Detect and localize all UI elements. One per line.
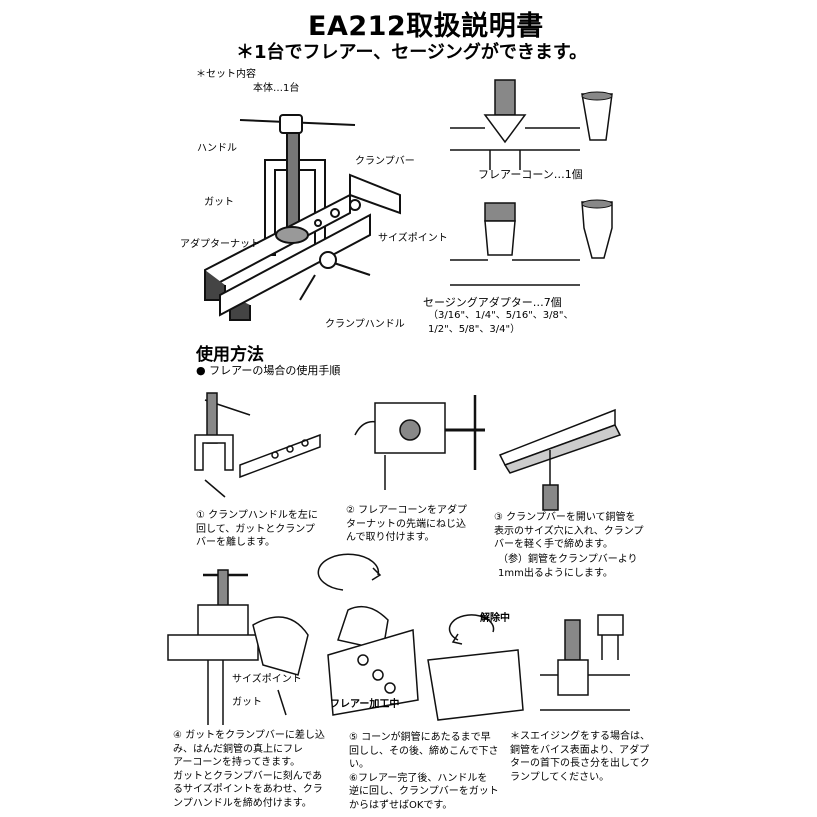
part-label-handle: ハンドル	[197, 143, 237, 154]
accessory-swaging-adapter: セージングアダプター…7個	[423, 296, 562, 309]
flare-tool-illustration	[204, 114, 401, 321]
step4-caption: ④ ガットをクランプバーに差し込 み、はんだ銅管の真上にフレ アーコーンを持って…	[173, 730, 325, 809]
swaging-caption: ＊スエイジングをする場合は、 銅管をバイス表面より、アダプ ターの首下の長さ分を…	[510, 731, 650, 783]
adapter-sizes-line1: （3/16"、1/4"、5/16"、3/8"、	[428, 310, 574, 321]
swaging-illustration	[450, 202, 580, 286]
fig-label-size-point: サイズポイント	[232, 674, 302, 685]
step2-caption: ② フレアーコーンをアダプ ターナットの先端にねじ込 んで取り付けます。	[346, 505, 468, 543]
fig-label-releasing: 解除中	[480, 613, 510, 624]
part-label-gut: ガット	[204, 197, 234, 208]
part-label-clamp-handle: クランプハンドル	[325, 319, 405, 330]
document-subtitle: ＊1台でフレアー、セージングができます。	[236, 42, 588, 63]
step3-note: （参）銅管をクランプバーより 1mm出るようにします。	[498, 554, 638, 579]
part-label-adapter-nut: アダプターナット	[180, 239, 260, 250]
step1-caption: ① クランプハンドルを左に 回して、ガットとクランプ バーを離します。	[196, 510, 318, 548]
set-contents-body: 本体…1台	[253, 83, 300, 94]
step3-caption: ③ クランプバーを開いて銅管を 表示のサイズ穴に入れ、クランプ バーを軽く手で締…	[494, 512, 644, 550]
swaging-step-illustration	[540, 614, 630, 711]
fig-label-gut: ガット	[232, 697, 262, 708]
step5-caption: ⑤ コーンが銅管にあたるまで早 回しし、その後、締めこんで下さ い。 ⑥フレアー…	[349, 732, 499, 811]
flare-cone-part-icon	[581, 91, 613, 141]
fig-label-flaring: フレアー加工中	[330, 699, 400, 710]
step5-illustration	[317, 553, 524, 721]
swaging-adapter-part-icon	[581, 199, 613, 259]
part-label-size-point: サイズポイント	[378, 233, 448, 244]
adapter-sizes-line2: 1/2"、5/8"、3/4"）	[428, 324, 521, 335]
step2-illustration	[354, 395, 485, 490]
part-label-clamp-bar: クランプバー	[355, 156, 415, 167]
usage-heading: 使用方法	[196, 345, 264, 365]
step3-illustration	[498, 408, 622, 511]
flare-cone-illustration	[450, 79, 580, 170]
flare-procedure-heading: ● フレアーの場合の使用手順	[196, 364, 341, 377]
accessory-flare-cone: フレアーコーン…1個	[478, 168, 583, 181]
step1-illustration	[194, 392, 321, 498]
document-title: EA212取扱説明書	[308, 11, 544, 42]
step4-illustration	[167, 569, 309, 725]
set-contents-heading: ＊セット内容	[196, 69, 256, 80]
